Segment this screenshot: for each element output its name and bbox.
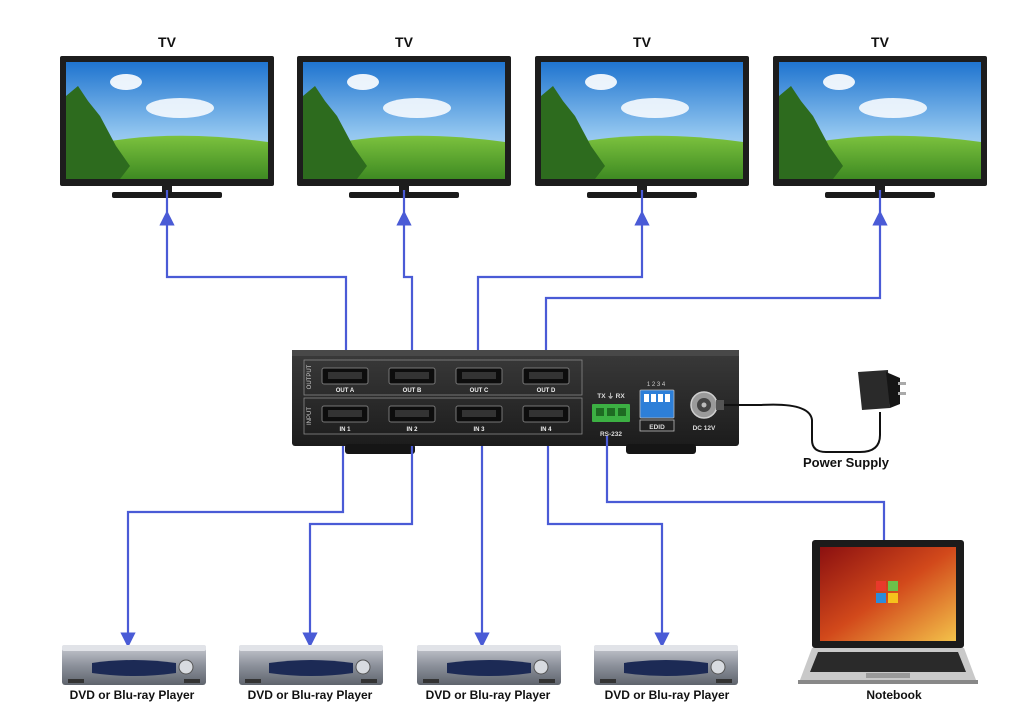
line-player-1-in-1 — [120, 446, 345, 648]
in-1-label: IN 1 — [339, 427, 351, 433]
player-1-label: DVD or Blu-ray Player — [70, 688, 195, 702]
port-out-d — [522, 367, 570, 385]
windows-logo-icon — [876, 581, 898, 603]
dip-numbers: 1 2 3 4 — [647, 382, 666, 388]
in-4-label: IN 4 — [540, 427, 552, 433]
line-out-b-tv-2 — [396, 210, 414, 378]
tv-2 — [297, 56, 511, 198]
notebook-label: Notebook — [866, 688, 922, 702]
rs232-label: RS-232 — [600, 431, 622, 438]
dvd-player-2 — [239, 645, 383, 685]
power-adapter-icon — [858, 370, 906, 410]
notebook — [798, 540, 978, 684]
line-out-c-tv-3 — [476, 210, 650, 378]
port-in-1 — [321, 405, 369, 423]
player-2-label: DVD or Blu-ray Player — [248, 688, 373, 702]
serial-tx-rx-label: TX ⏚ RX — [597, 392, 625, 400]
dvd-player-1 — [62, 645, 206, 685]
line-player-2-in-2 — [302, 446, 414, 648]
port-in-2 — [388, 405, 436, 423]
output-connections — [159, 190, 888, 378]
in-2-label: IN 2 — [406, 427, 418, 433]
port-out-a — [321, 367, 369, 385]
line-notebook-rs232 — [605, 436, 886, 540]
dvd-player-4 — [594, 645, 738, 685]
port-in-3 — [455, 405, 503, 423]
power-cable — [716, 400, 881, 453]
output-group-label: OUTPUT — [307, 364, 313, 389]
tv-3 — [535, 56, 749, 198]
tv-4-label: TV — [871, 34, 890, 50]
edid-label: EDID — [649, 424, 665, 431]
hdmi-matrix-switch: OUTPUT INPUT OUT A OUT B OUT C OUT D IN … — [292, 350, 739, 454]
tv-2-label: TV — [395, 34, 414, 50]
player-4-label: DVD or Blu-ray Player — [605, 688, 730, 702]
player-3-label: DVD or Blu-ray Player — [426, 688, 551, 702]
out-b-label: OUT B — [403, 388, 422, 394]
rs232-terminal — [592, 404, 630, 422]
line-out-a-tv-1 — [159, 210, 348, 378]
input-connections — [120, 436, 886, 648]
line-out-d-tv-4 — [544, 210, 888, 378]
out-d-label: OUT D — [537, 388, 556, 394]
power-supply-label: Power Supply — [803, 455, 890, 470]
out-a-label: OUT A — [336, 388, 355, 394]
tv-1-label: TV — [158, 34, 177, 50]
dc-power-jack — [690, 391, 718, 419]
port-out-c — [455, 367, 503, 385]
input-group-label: INPUT — [307, 407, 313, 425]
port-in-4 — [522, 405, 570, 423]
out-c-label: OUT C — [470, 388, 489, 394]
dvd-player-3 — [417, 645, 561, 685]
tv-4 — [773, 56, 987, 198]
in-3-label: IN 3 — [473, 427, 485, 433]
tv-1 — [60, 56, 274, 198]
edid-dip-switch — [639, 389, 675, 432]
port-out-b — [388, 367, 436, 385]
line-player-4-in-4 — [546, 446, 670, 648]
tv-3-label: TV — [633, 34, 652, 50]
dc-label: DC 12V — [693, 425, 716, 432]
